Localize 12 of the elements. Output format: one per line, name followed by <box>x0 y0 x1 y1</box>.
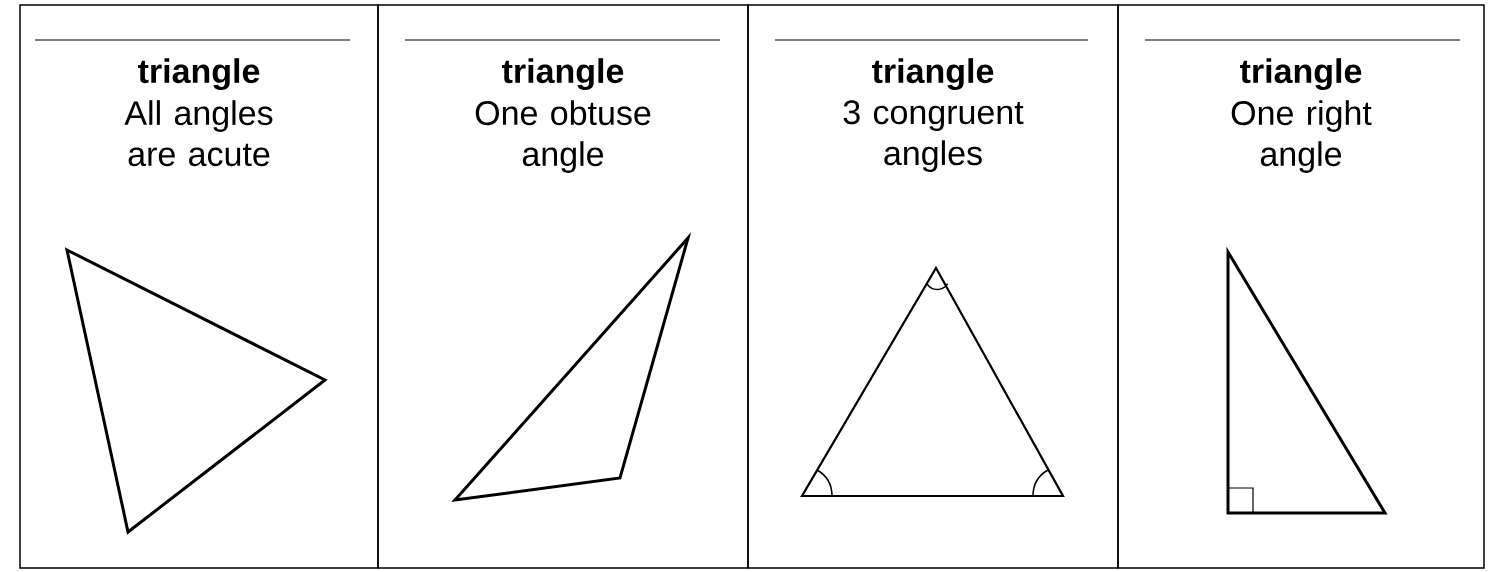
heading: triangle <box>502 58 624 91</box>
card <box>377 4 749 569</box>
card <box>19 4 379 569</box>
description: 3 congruent angles <box>843 100 1024 172</box>
heading: triangle <box>1240 58 1362 91</box>
description: One right angle <box>1231 100 1372 173</box>
card <box>1117 4 1485 569</box>
heading: triangle <box>138 58 260 91</box>
heading: triangle <box>872 58 994 91</box>
description: All angles are acute <box>124 100 273 167</box>
card <box>747 4 1119 569</box>
description: One obtuse angle <box>475 100 651 173</box>
